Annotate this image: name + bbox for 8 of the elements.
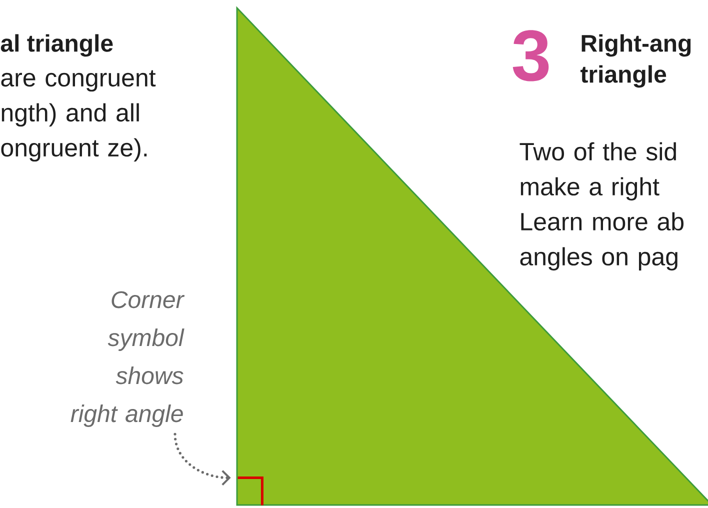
heading: al triangle (0, 34, 113, 57)
callout-text: Corner symbol shows right angle (70, 291, 185, 427)
step-number: 3 (512, 30, 549, 82)
heading: Right-ang triangle (580, 34, 691, 88)
leader-line (174, 432, 231, 486)
right-angle-mark (238, 476, 264, 506)
body-text: are congruent ngth) and all ongruent ze). (1, 70, 156, 162)
body-text: Two of the sid make a right Learn more ab angles on pag (520, 142, 684, 270)
